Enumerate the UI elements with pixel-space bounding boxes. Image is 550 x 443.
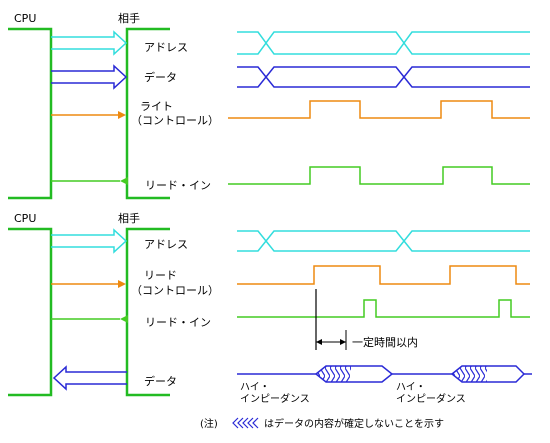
hatch-legend-icon (232, 417, 259, 429)
hiz-label-2-line1: ハイ・ (396, 382, 426, 393)
bottom-address-arrow (51, 228, 128, 254)
hiz-label-1-line1: ハイ・ (240, 382, 270, 393)
top-write-arrowhead (118, 111, 126, 119)
bottom-diagram: CPU 相手 アドレス リード （コントロール） リード・イン データ (8, 211, 532, 405)
bottom-address-label: アドレス (144, 238, 188, 251)
top-cpu-box (8, 27, 53, 200)
bottom-read-in-waveform (237, 299, 530, 318)
bottom-read-arrowhead (118, 280, 126, 288)
bottom-data-label: データ (144, 374, 177, 388)
bottom-read-label: リード (144, 269, 177, 282)
bottom-data-arrow (52, 365, 127, 391)
timing-arrowhead-left (316, 339, 322, 345)
top-address-label: アドレス (144, 41, 188, 54)
top-address-arrow (51, 30, 128, 56)
bottom-read-waveform (237, 265, 530, 285)
bottom-read-control-label: （コントロール） (131, 284, 219, 297)
top-write-label: ライト (140, 100, 173, 113)
undefined-data-hatch-2 (452, 366, 487, 382)
top-partner-box (125, 27, 170, 200)
hiz-label-2-line2: インピーダンス (396, 392, 466, 405)
top-data-waveform (237, 66, 530, 88)
top-data-label: データ (144, 70, 177, 84)
timing-label: 一定時間以内 (352, 335, 418, 349)
top-write-waveform (228, 100, 530, 119)
top-read-in-waveform (228, 166, 530, 185)
top-cpu-label: CPU (14, 12, 36, 25)
top-read-in-label: リード・イン (145, 179, 211, 192)
hiz-label-1-line2: インピーダンス (240, 392, 310, 405)
undefined-data-hatch-1 (316, 366, 351, 382)
note: (注) はデータの内容が確定しないことを示す (200, 417, 444, 430)
top-data-arrow (51, 64, 128, 90)
bottom-cpu-label: CPU (14, 212, 36, 225)
top-write-control-label: （コントロール） (131, 114, 219, 127)
bottom-read-in-arrowhead (120, 315, 128, 323)
note-text: はデータの内容が確定しないことを示す (264, 417, 444, 430)
top-partner-label: 相手 (118, 11, 140, 25)
timing-arrowhead-right (340, 339, 346, 345)
note-prefix: (注) (200, 417, 218, 430)
bottom-address-waveform (237, 230, 530, 252)
top-read-in-arrowhead (120, 177, 128, 185)
top-diagram: CPU 相手 アドレス データ ライト （コントロール） リード・イン (8, 11, 530, 200)
bottom-cpu-box (8, 227, 53, 397)
bottom-read-in-label: リード・イン (145, 316, 211, 329)
bottom-data-waveform (237, 365, 532, 383)
bottom-partner-label: 相手 (118, 211, 140, 225)
top-address-waveform (237, 31, 530, 55)
bottom-partner-box (125, 227, 170, 397)
